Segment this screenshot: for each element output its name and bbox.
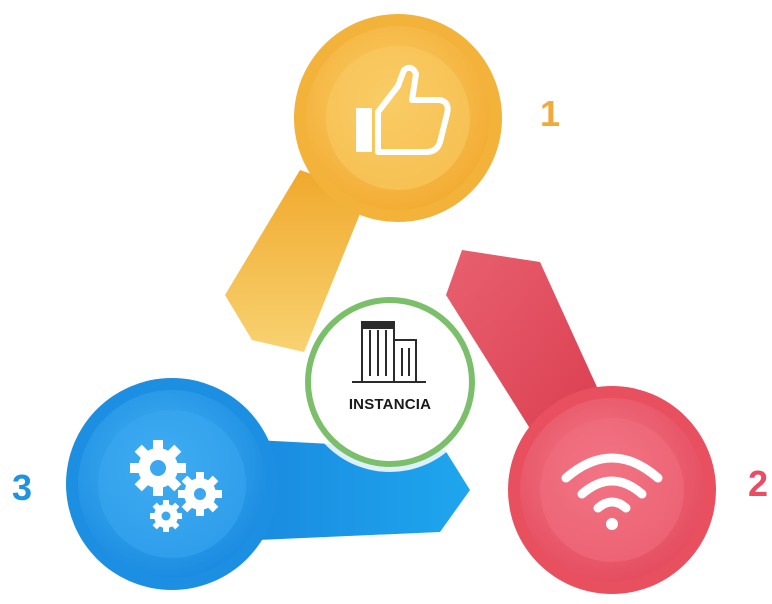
node-1-number: 1 [540,93,561,134]
node-3-number: 3 [12,467,33,508]
wifi-icon [561,453,663,530]
buildings-icon [352,321,426,383]
center-label: INSTANCIA [348,396,432,413]
gears-icon [130,440,222,532]
node-2-number: 2 [748,463,769,504]
node-3 [66,378,278,590]
node-2 [508,386,716,594]
yellow-band [225,170,368,352]
center-node [300,292,480,472]
node-1 [294,14,502,222]
thumbs-up-icon [356,64,451,155]
